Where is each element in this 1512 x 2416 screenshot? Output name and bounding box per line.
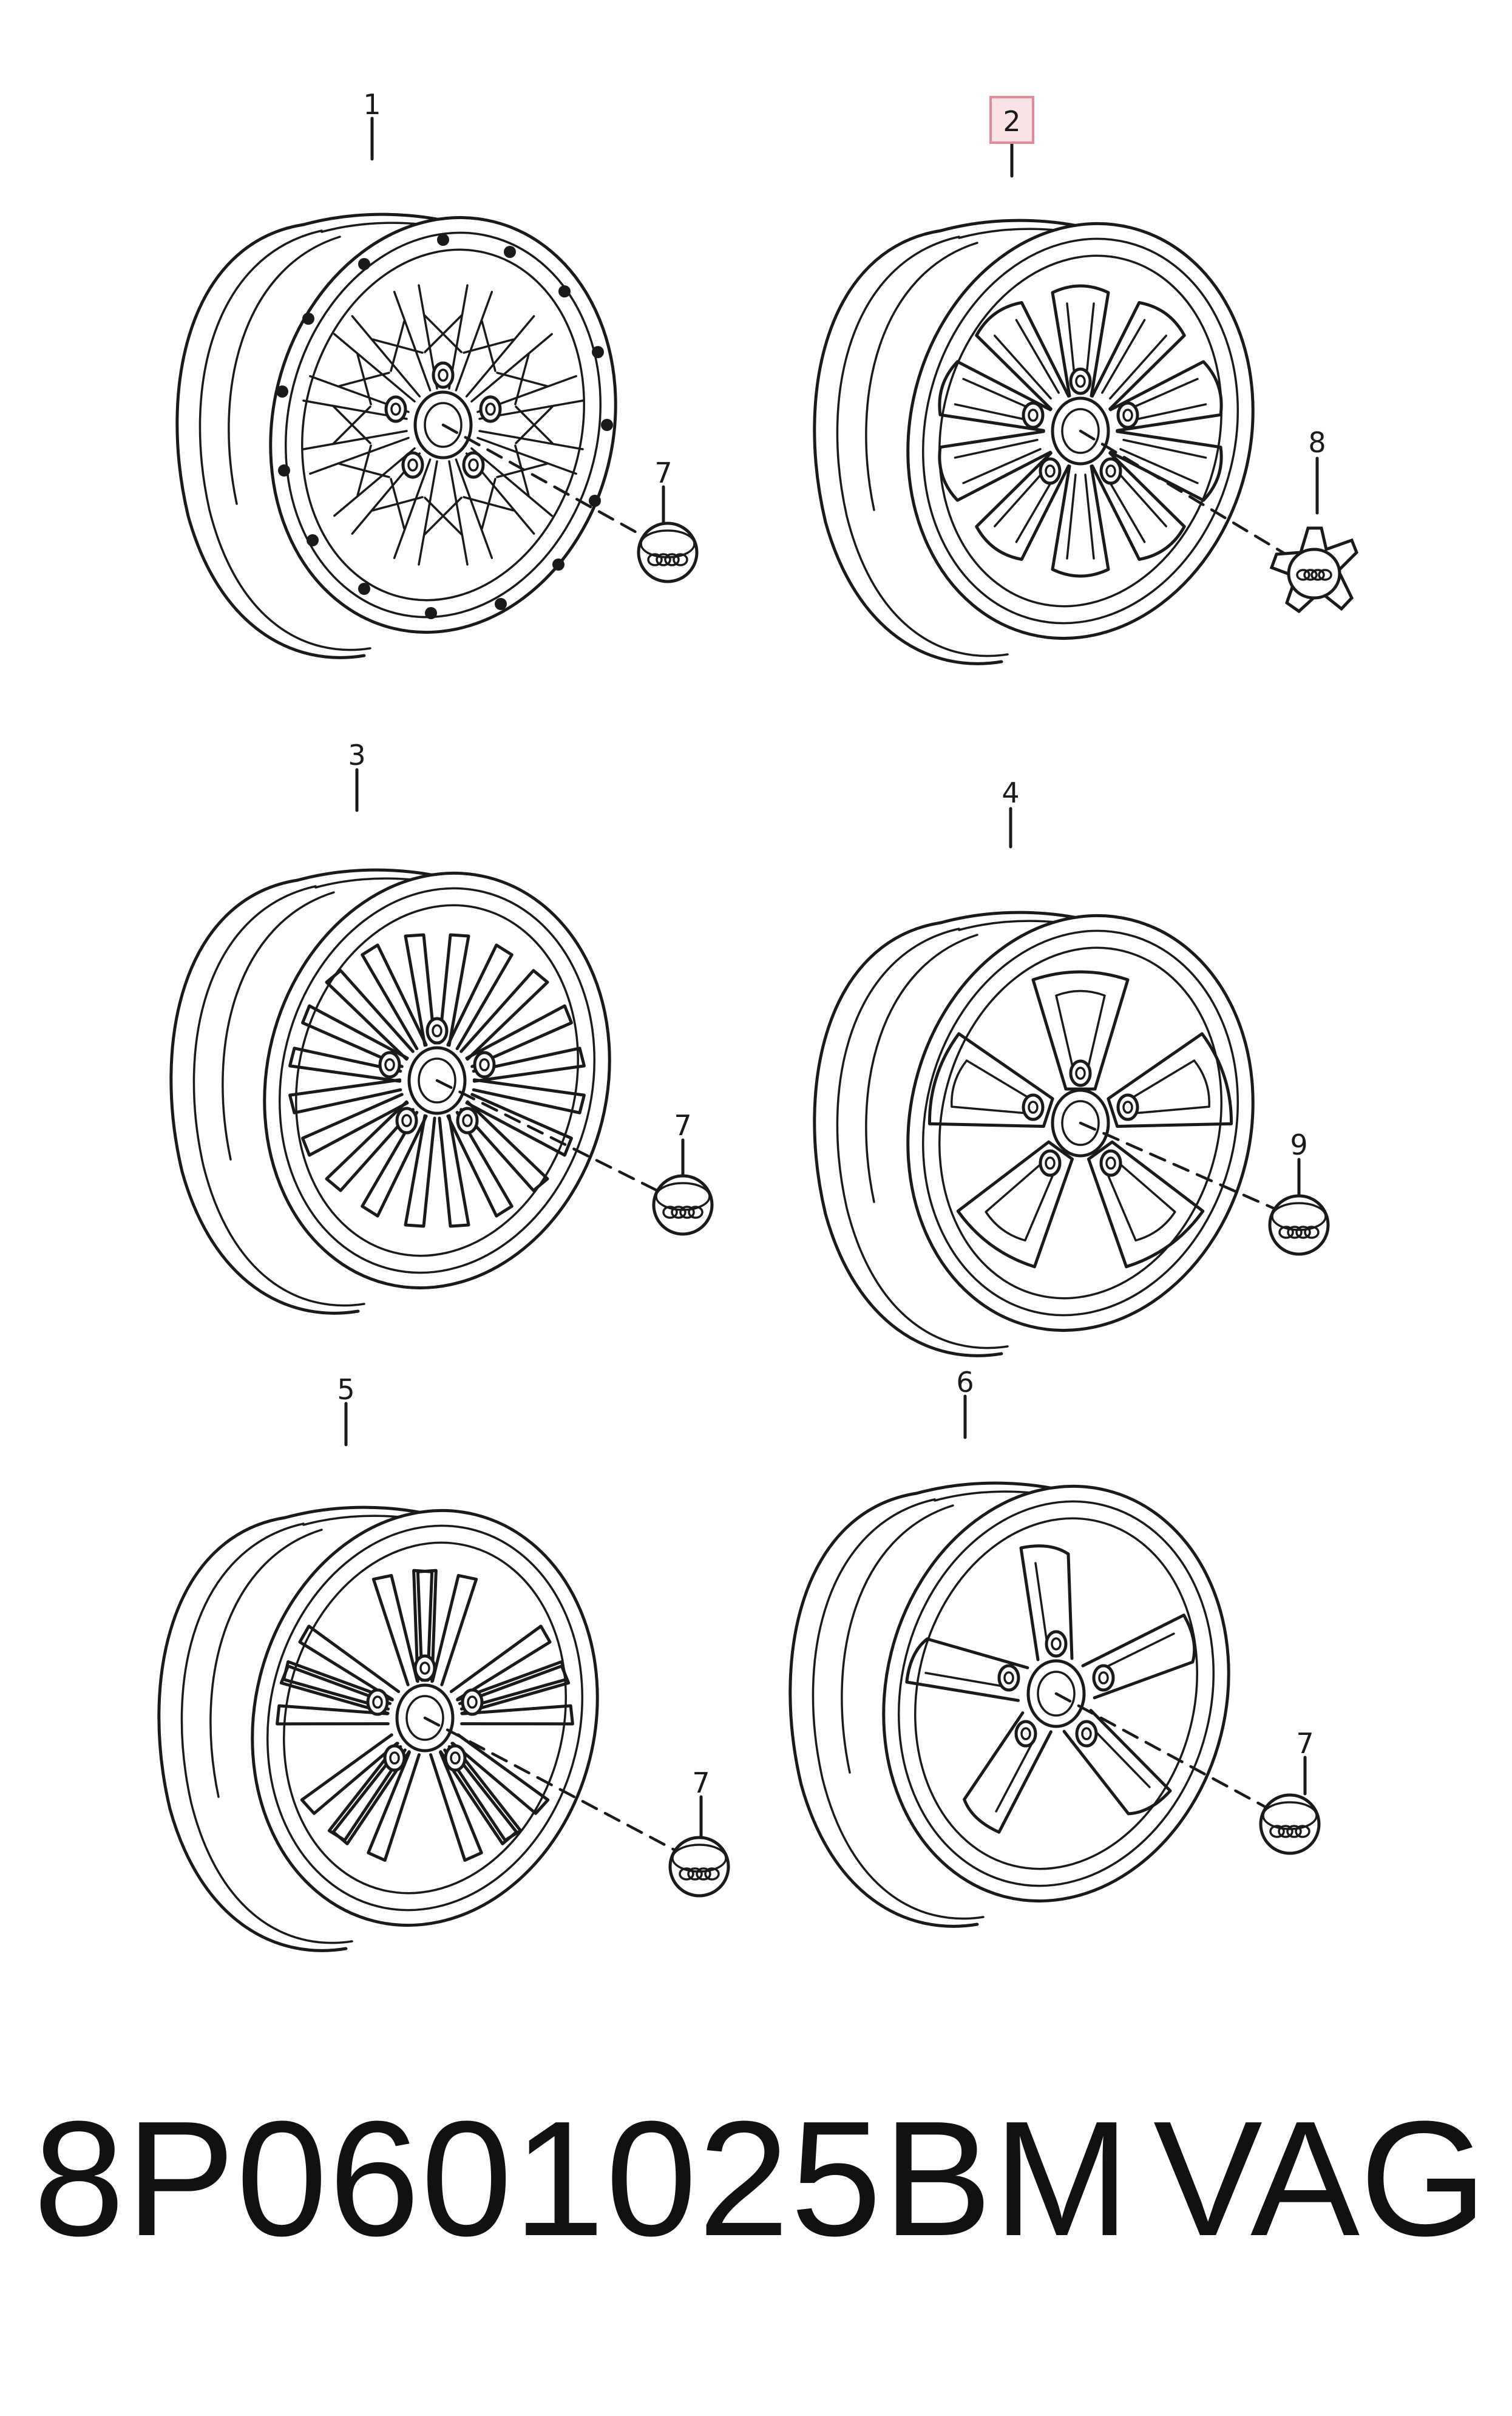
wheel-1 bbox=[177, 117, 697, 669]
part-number: 8P0601025BM bbox=[33, 2088, 1131, 2270]
callout-1[interactable]: 1 bbox=[363, 88, 381, 121]
callout-7-wheel-6[interactable]: 7 bbox=[1296, 1727, 1314, 1760]
callout-6[interactable]: 6 bbox=[956, 1366, 974, 1399]
callout-7-wheel-1[interactable]: 7 bbox=[654, 456, 672, 489]
callout-labels: 1 2 3 4 5 6 7 8 7 9 7 7 bbox=[337, 88, 1326, 1799]
callout-7-wheel-3[interactable]: 7 bbox=[674, 1109, 691, 1142]
brand-label: VAG bbox=[1153, 2088, 1488, 2270]
wheel-5 bbox=[159, 1402, 728, 1962]
wheel-6 bbox=[790, 1394, 1319, 1938]
wheel-diagram-svg: 1 2 3 4 5 6 7 8 7 9 7 7 bbox=[0, 88, 1358, 2040]
callout-8[interactable]: 8 bbox=[1308, 426, 1326, 459]
wheel-2 bbox=[815, 140, 1358, 675]
callout-5[interactable]: 5 bbox=[337, 1373, 354, 1406]
callout-7-wheel-5[interactable]: 7 bbox=[692, 1766, 710, 1799]
callout-2[interactable]: 2 bbox=[1003, 105, 1020, 138]
callout-9[interactable]: 9 bbox=[1290, 1128, 1307, 1161]
wheel-3 bbox=[171, 768, 712, 1325]
callout-4[interactable]: 4 bbox=[1002, 776, 1019, 809]
callout-2-highlight bbox=[989, 96, 1034, 144]
wheel-4 bbox=[815, 807, 1328, 1367]
callout-3[interactable]: 3 bbox=[348, 739, 365, 772]
